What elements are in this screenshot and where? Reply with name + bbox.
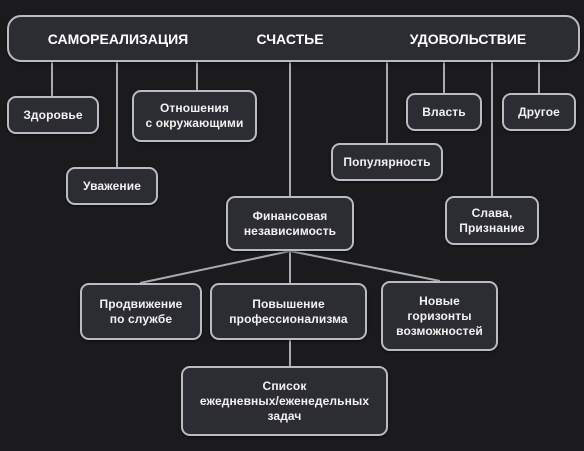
connector-promotion	[139, 250, 291, 284]
node-task-list: Список ежедневных/еженедельных задач	[181, 366, 388, 436]
node-fame: Слава, Признание	[445, 196, 539, 245]
banner-pleasure: УДОВОЛЬСТВИЕ	[409, 31, 527, 47]
top-banner: САМОРЕАЛИЗАЦИЯ СЧАСТЬЕ УДОВОЛЬСТВИЕ	[7, 15, 580, 62]
node-promotion: Продвижение по службе	[80, 283, 202, 340]
node-other: Другое	[502, 93, 576, 131]
banner-self-realization: САМОРЕАЛИЗАЦИЯ	[47, 31, 189, 47]
banner-happiness: СЧАСТЬЕ	[256, 31, 324, 47]
node-new-horizons: Новые горизонты возможностей	[381, 281, 498, 351]
node-power: Власть	[406, 93, 482, 131]
node-health: Здоровье	[7, 96, 99, 134]
node-financial-independence: Финансовая независимость	[226, 196, 354, 251]
node-respect: Уважение	[66, 167, 158, 205]
connector-horizons	[289, 250, 441, 282]
node-professionalism: Повышение профессионализма	[210, 283, 367, 340]
node-popularity: Популярность	[331, 143, 443, 181]
node-relations: Отношения с окружающими	[132, 90, 257, 142]
